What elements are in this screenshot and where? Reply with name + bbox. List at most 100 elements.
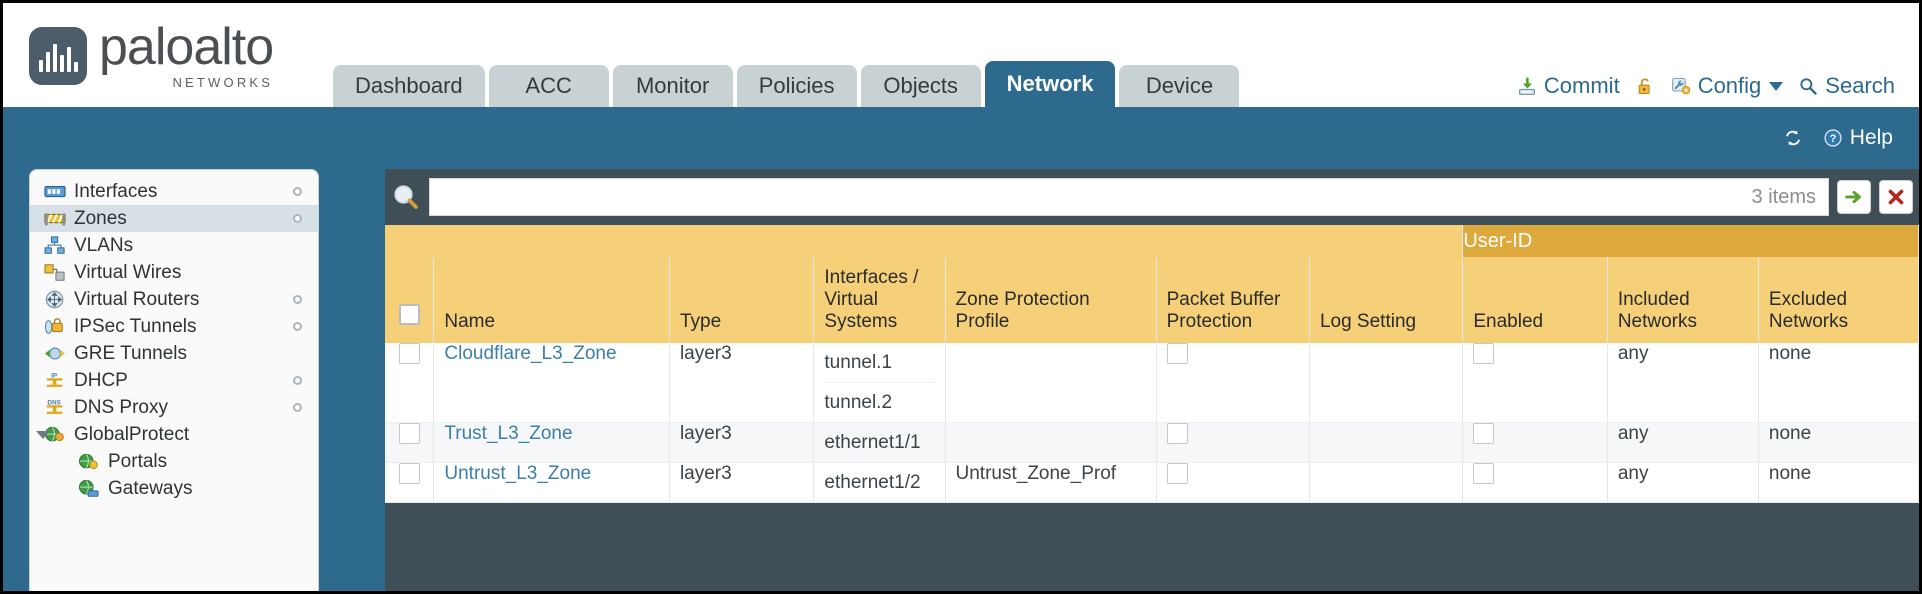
column-included-networks[interactable]: Included Networks xyxy=(1607,257,1759,343)
log-setting-cell xyxy=(1309,343,1464,423)
refresh-button[interactable] xyxy=(1782,128,1804,148)
packet-buffer-protection-checkbox[interactable] xyxy=(1166,463,1188,484)
sidebar-item-indicator xyxy=(293,295,302,304)
sidebar-item-dns-proxy[interactable]: DNS DNS Proxy xyxy=(30,394,318,421)
sidebar-item-indicator xyxy=(293,403,302,412)
config-menu-button[interactable]: Config xyxy=(1670,73,1784,99)
column-packet-buffer-protection[interactable]: Packet Buffer Protection xyxy=(1156,257,1310,343)
tab-acc[interactable]: ACC xyxy=(488,65,609,107)
zone-name-cell[interactable]: Cloudflare_L3_Zone xyxy=(433,343,670,423)
red-x-icon xyxy=(1888,189,1904,205)
sidebar-item-virtual-routers[interactable]: Virtual Routers xyxy=(30,286,318,313)
tab-dashboard[interactable]: Dashboard xyxy=(333,65,485,107)
row-checkbox[interactable] xyxy=(398,343,420,364)
tab-device[interactable]: Device xyxy=(1119,65,1240,107)
log-setting-cell xyxy=(1309,422,1464,463)
user-id-enabled-cell[interactable] xyxy=(1462,422,1608,463)
select-all-header[interactable] xyxy=(385,257,435,343)
sidebar-item-gateways[interactable]: Gateways xyxy=(30,475,318,502)
column-zone-protection-profile[interactable]: Zone Protection Profile xyxy=(945,257,1157,343)
sidebar-item-virtual-wires[interactable]: Virtual Wires xyxy=(30,259,318,286)
zone-type-cell: layer3 xyxy=(669,343,815,423)
row-checkbox[interactable] xyxy=(398,423,420,444)
gateways-icon xyxy=(79,479,99,497)
tab-objects[interactable]: Objects xyxy=(860,65,981,107)
column-type[interactable]: Type xyxy=(669,257,815,343)
table-group-header-row: User-ID xyxy=(385,225,1919,257)
sidebar-item-label: DNS Proxy xyxy=(74,396,168,418)
user-id-enabled-checkbox[interactable] xyxy=(1473,343,1495,364)
row-select-cell[interactable] xyxy=(385,343,435,423)
user-id-enabled-checkbox[interactable] xyxy=(1473,463,1495,484)
packet-buffer-protection-checkbox[interactable] xyxy=(1166,423,1188,444)
select-all-checkbox[interactable] xyxy=(398,304,420,325)
svg-text:DNS: DNS xyxy=(47,399,60,406)
commit-save-icon xyxy=(1518,77,1535,95)
user-id-enabled-cell[interactable] xyxy=(1462,462,1608,503)
zones-content-panel: 3 items xyxy=(385,169,1919,591)
zone-name-cell[interactable]: Trust_L3_Zone xyxy=(433,422,670,463)
column-interfaces[interactable]: Interfaces / Virtual Systems xyxy=(813,257,946,343)
commit-button[interactable]: Commit xyxy=(1516,73,1620,99)
zone-name-link[interactable]: Cloudflare_L3_Zone xyxy=(444,343,617,364)
packet-buffer-protection-cell[interactable] xyxy=(1156,422,1310,463)
green-arrow-icon xyxy=(1845,190,1861,204)
zone-name-link[interactable]: Trust_L3_Zone xyxy=(444,423,573,444)
column-excluded-networks[interactable]: Excluded Networks xyxy=(1758,257,1919,343)
sidebar-item-label: Portals xyxy=(108,450,168,472)
zone-type-cell: layer3 xyxy=(669,462,815,503)
user-id-enabled-checkbox[interactable] xyxy=(1473,423,1495,444)
tab-network[interactable]: Network xyxy=(984,61,1116,107)
sidebar-item-zones[interactable]: Zones xyxy=(30,205,318,232)
sidebar-item-label: Zones xyxy=(74,207,127,229)
zone-name-cell[interactable]: Untrust_L3_Zone xyxy=(433,462,670,503)
config-lock-button[interactable] xyxy=(1634,76,1656,96)
brand-name: paloalto xyxy=(99,18,274,76)
zone-protection-profile-cell: Untrust_Zone_Prof xyxy=(945,462,1157,503)
packet-buffer-protection-cell[interactable] xyxy=(1156,462,1310,503)
virtual-wires-icon xyxy=(44,263,65,281)
sidebar-item-interfaces[interactable]: Interfaces xyxy=(30,178,318,205)
row-select-cell[interactable] xyxy=(385,422,435,463)
interface-value: ethernet1/1 xyxy=(824,432,921,453)
zone-protection-profile-cell xyxy=(945,343,1157,423)
search-button[interactable]: Search xyxy=(1797,73,1895,99)
zone-name-link[interactable]: Untrust_L3_Zone xyxy=(444,463,592,484)
tab-policies[interactable]: Policies xyxy=(736,65,857,107)
refresh-icon xyxy=(1786,130,1800,146)
column-enabled[interactable]: Enabled xyxy=(1462,257,1608,343)
sidebar-item-globalprotect[interactable]: GlobalProtect xyxy=(30,421,318,448)
sidebar-item-indicator xyxy=(293,187,302,196)
help-button[interactable]: ? Help xyxy=(1822,126,1893,150)
magnifier-icon xyxy=(1800,78,1817,95)
chevron-down-icon[interactable] xyxy=(1769,81,1784,91)
tab-monitor[interactable]: Monitor xyxy=(612,65,733,107)
included-networks-cell: any xyxy=(1607,422,1759,463)
config-label: Config xyxy=(1697,73,1762,98)
sidebar-item-ipsec-tunnels[interactable]: IPSec Tunnels xyxy=(30,313,318,340)
tree-expand-caret-icon[interactable] xyxy=(36,430,50,439)
included-networks-cell: any xyxy=(1607,343,1759,423)
column-name[interactable]: Name xyxy=(433,257,670,343)
sidebar-item-indicator xyxy=(293,376,302,385)
row-checkbox[interactable] xyxy=(398,463,420,484)
ipsec-tunnels-icon xyxy=(44,317,63,334)
user-id-enabled-cell[interactable] xyxy=(1462,343,1608,423)
clear-filter-button[interactable] xyxy=(1879,180,1913,214)
row-select-cell[interactable] xyxy=(385,462,435,503)
zone-interfaces-cell: ethernet1/1 xyxy=(813,422,946,463)
apply-filter-button[interactable] xyxy=(1837,180,1871,214)
sidebar-item-gre-tunnels[interactable]: GRE Tunnels xyxy=(30,340,318,367)
packet-buffer-protection-checkbox[interactable] xyxy=(1166,343,1188,364)
column-log-setting[interactable]: Log Setting xyxy=(1309,257,1464,343)
packet-buffer-protection-cell[interactable] xyxy=(1156,343,1310,423)
search-input[interactable]: 3 items xyxy=(429,178,1829,216)
commit-label: Commit xyxy=(1543,73,1620,98)
sidebar-item-label: Interfaces xyxy=(74,180,158,202)
sidebar-item-vlans[interactable]: VLANs xyxy=(30,232,318,259)
sidebar-item-portals[interactable]: Portals xyxy=(30,448,318,475)
